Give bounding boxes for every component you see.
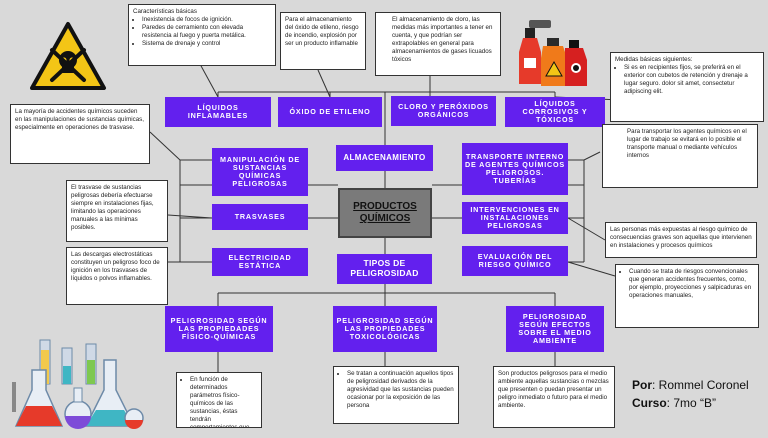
node-liquidos-corrosivos[interactable]: LÍQUIDOS CORROSIVOS Y TÓXICOS [505,97,605,127]
author-label: Por [632,378,653,392]
note-ambiente-text: Son productos peligrosos para el medio a… [498,370,609,409]
note-caracteristicas-title: Características básicas [133,8,197,15]
note-ambiente: Son productos peligrosos para el medio a… [493,366,615,428]
note-trasvase: El trasvase de sustancias peligrosas deb… [66,180,168,242]
list-item: Cuando se trata de riesgos convencionale… [629,268,754,300]
node-evaluacion-label: EVALUACIÓN DEL RIESGO QUÍMICO [477,251,553,269]
node-liquidos-inflamables-label: LÍQUIDOS INFLAMABLES [187,102,249,120]
note-fisico: En función de determinados parámetros fí… [176,372,262,428]
note-medidas: Medidas básicas siguientes: Si es en rec… [610,52,764,122]
note-accidentes-text: La mayoría de accidentes químicos sucede… [15,108,144,131]
author-name: : Rommel Coronel [652,378,749,392]
note-cloro-text: El almacenamiento de cloro, las medidas … [392,16,493,63]
note-oxido-text: Para el almacenamiento del óxido de etil… [285,16,359,47]
note-toxico: Se tratan a continuación aquellos tipos … [333,366,459,424]
note-transporte-text: Para transportar los agentes químicos en… [627,128,747,159]
node-almacenamiento-label: ALMACENAMIENTO [343,152,426,162]
node-trasvases-label: TRASVASES [234,211,286,221]
node-manipulacion-label: MANIPULACIÓN DE SUSTANCIAS QUÍMICAS PELI… [220,154,300,189]
node-fisico-quimicas-label: PELIGROSIDAD SEGÚN LAS PROPIEDADES FÍSIC… [170,315,268,342]
course-label: Curso [632,396,667,410]
list-item: Sistema de drenaje y control [142,40,271,48]
author-line: Por: Rommel Coronel [632,378,749,392]
node-electricidad[interactable]: ELECTRICIDAD ESTÁTICA [212,248,308,276]
central-node-productos[interactable]: PRODUCTOS QUÍMICOS [338,188,432,238]
node-transporte-label: TRANSPORTE INTERNO DE AGENTES QUÍMICOS P… [465,151,565,186]
node-almacenamiento[interactable]: ALMACENAMIENTO [336,145,433,171]
note-riesgos: Cuando se trata de riesgos convencionale… [615,264,759,328]
list-item: Si es en recipientes fijos, se preferirá… [624,64,759,96]
course-name: : 7mo “B” [666,396,717,410]
node-fisico-quimicas[interactable]: PELIGROSIDAD SEGÚN LAS PROPIEDADES FÍSIC… [165,306,273,352]
note-caracteristicas: Características básicas Inexistencia de … [128,4,276,66]
list-item: Paredes de cerramiento con elevada resis… [142,24,271,40]
node-cloro-peroxidos[interactable]: CLORO Y PERÓXIDOS ORGÁNICOS [391,96,496,126]
laboratory-flasks-icon [2,330,152,433]
note-oxido: Para el almacenamiento del óxido de etil… [280,12,366,70]
node-cloro-peroxidos-label: CLORO Y PERÓXIDOS ORGÁNICOS [398,101,489,119]
node-electricidad-label: ELECTRICIDAD ESTÁTICA [228,252,292,270]
node-oxido-etileno[interactable]: ÓXIDO DE ETILENO [278,97,382,127]
node-transporte[interactable]: TRANSPORTE INTERNO DE AGENTES QUÍMICOS P… [462,143,568,195]
list-item: Se tratan a continuación aquellos tipos … [347,370,454,410]
node-toxicologicas-label: PELIGROSIDAD SEGÚN LAS PROPIEDADES TOXIC… [336,315,434,342]
central-node-productos-label: PRODUCTOS QUÍMICOS [353,200,417,225]
node-medio-ambiente[interactable]: PELIGROSIDAD SEGÚN EFECTOS SOBRE EL MEDI… [506,306,604,352]
node-evaluacion[interactable]: EVALUACIÓN DEL RIESGO QUÍMICO [462,246,568,276]
node-intervenciones[interactable]: INTERVENCIONES EN INSTALACIONES PELIGROS… [462,202,568,234]
node-toxicologicas[interactable]: PELIGROSIDAD SEGÚN LAS PROPIEDADES TOXIC… [333,306,437,352]
node-trasvases[interactable]: TRASVASES [212,204,308,230]
toxic-hazard-icon [28,20,108,92]
list-item: En función de determinados parámetros fí… [190,376,257,427]
note-accidentes: La mayoría de accidentes químicos sucede… [10,104,150,164]
note-cloro: El almacenamiento de cloro, las medidas … [375,12,501,76]
node-oxido-etileno-label: ÓXIDO DE ETILENO [289,106,371,116]
node-manipulacion[interactable]: MANIPULACIÓN DE SUSTANCIAS QUÍMICAS PELI… [212,148,308,196]
note-intervenciones-text: Las personas más expuestas al riesgo quí… [610,226,752,249]
chemical-bottles-icon [515,10,595,90]
node-tipos-peligrosidad[interactable]: TIPOS DE PELIGROSIDAD [337,254,432,284]
note-intervenciones: Las personas más expuestas al riesgo quí… [605,222,757,258]
node-liquidos-corrosivos-label: LÍQUIDOS CORROSIVOS Y TÓXICOS [522,98,588,125]
node-medio-ambiente-label: PELIGROSIDAD SEGÚN EFECTOS SOBRE EL MEDI… [518,311,592,346]
note-trasvase-text: El trasvase de sustancias peligrosas deb… [71,184,154,231]
node-intervenciones-label: INTERVENCIONES EN INSTALACIONES PELIGROS… [470,204,560,231]
note-descargas: Las descargas electrostáticas constituye… [66,247,168,305]
node-tipos-peligrosidad-label: TIPOS DE PELIGROSIDAD [350,258,419,278]
note-medidas-title: Medidas básicas siguientes: [615,56,693,63]
course-line: Curso: 7mo “B” [632,396,716,410]
note-transporte: Para transportar los agentes químicos en… [602,124,758,188]
list-item: Inexistencia de focos de ignición. [142,16,271,24]
node-liquidos-inflamables[interactable]: LÍQUIDOS INFLAMABLES [165,97,271,127]
note-descargas-text: Las descargas electrostáticas constituye… [71,251,160,282]
